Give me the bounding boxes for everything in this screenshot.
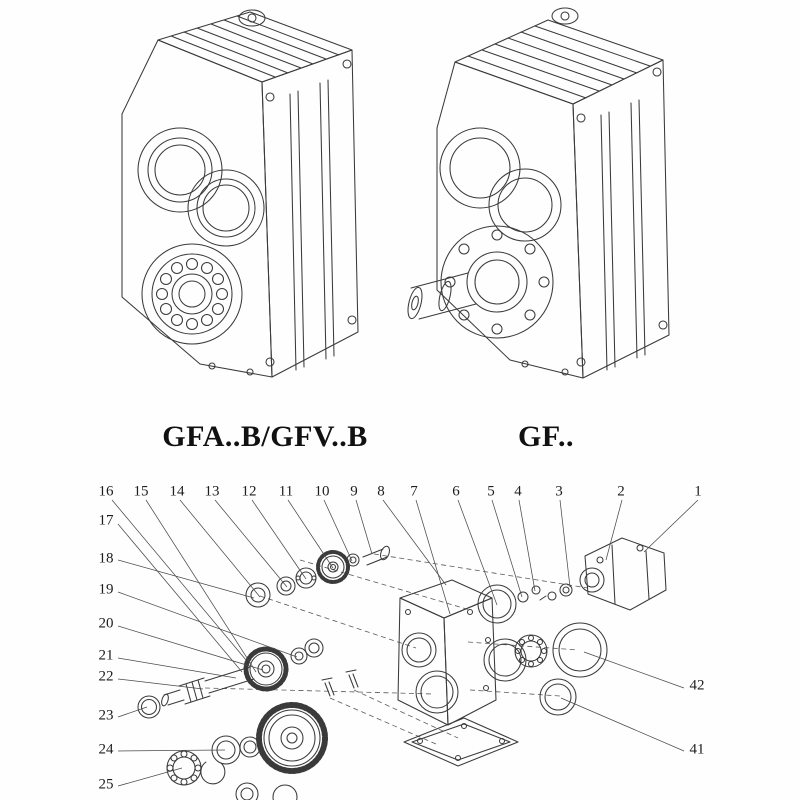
output-shaft [407,272,477,320]
side-face [572,59,670,379]
pinion-shaft [137,666,255,719]
front-face [436,61,584,379]
input-shaft-parts [245,545,390,608]
part-number-17: 17 [98,512,114,529]
part-number-14: 14 [169,483,185,500]
output-gear-parts [166,702,328,800]
part-number-25: 25 [98,776,114,793]
intermediate-bore [187,169,265,247]
part-number-11: 11 [278,483,294,500]
exploded-parts-diagram [111,499,699,800]
input-bore [439,127,521,209]
front-face [121,39,273,378]
model-label-gfab: GFA..B/GFV..B [162,420,368,453]
gear-housing [397,579,497,726]
part-number-24: 24 [98,741,114,758]
part-number-15: 15 [133,483,149,500]
intermediate-gear-parts [243,638,324,692]
lifting-eye [551,7,579,25]
model-label-gf: GF.. [518,420,574,453]
part-number-18: 18 [98,550,114,567]
input-bore [137,127,223,213]
intermediate-bore [488,168,562,242]
part-number-22: 22 [98,668,114,685]
gasket-plate [321,669,519,767]
part-number-2: 2 [617,483,625,500]
part-number-20: 20 [98,615,114,632]
part-number-4: 4 [514,483,522,500]
part-number-16: 16 [98,483,114,500]
gearbox-gf-drawing [407,7,670,379]
part-number-3: 3 [555,483,563,500]
seal-and-bearing-rings [477,584,608,716]
assembly-axis-lines [204,553,589,745]
part-number-5: 5 [487,483,495,500]
gearbox-gfab-drawing [121,9,359,378]
motor [539,537,667,611]
part-number-13: 13 [204,483,220,500]
part-number-41: 41 [689,741,705,758]
part-number-9: 9 [350,483,358,500]
part-number-1: 1 [694,483,702,500]
output-bearing [141,243,243,345]
output-flange [440,225,554,339]
part-number-21: 21 [98,647,114,664]
part-number-10: 10 [314,483,330,500]
part-number-7: 7 [410,483,418,500]
part-number-6: 6 [452,483,460,500]
part-number-8: 8 [377,483,385,500]
leader-lines [111,499,699,787]
side-face [261,49,359,378]
part-number-19: 19 [98,581,114,598]
part-number-23: 23 [98,707,114,724]
part-number-12: 12 [241,483,257,500]
part-number-42: 42 [689,677,705,694]
